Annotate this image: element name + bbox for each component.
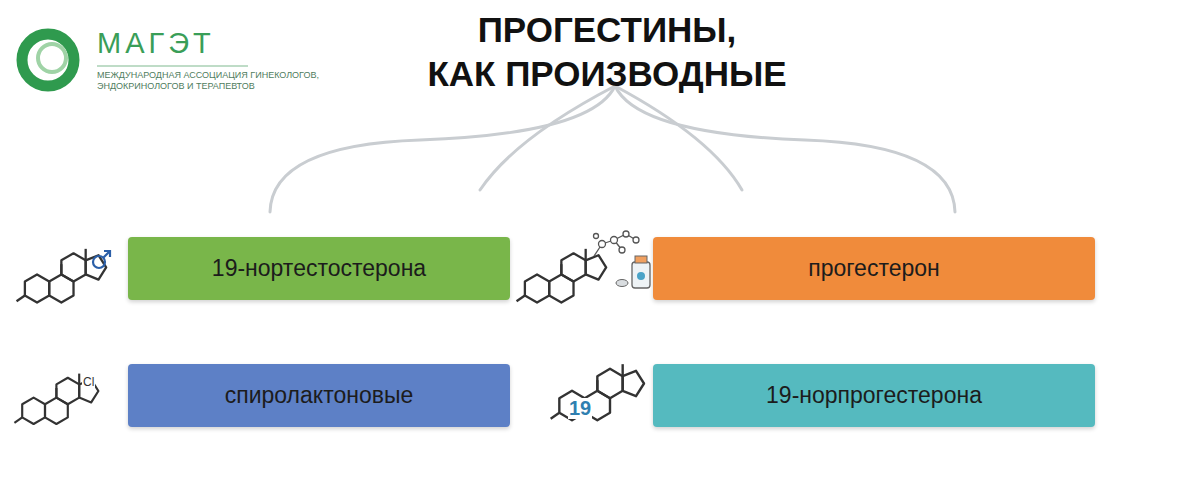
category-box: 19-норпрогестерона (653, 364, 1095, 427)
diagram-title: ПРОГЕСТИНЫ, КАК ПРОИЗВОДНЫЕ (357, 8, 857, 96)
formula-label: Cl (82, 376, 95, 389)
box-label: спиролактоновые (211, 382, 428, 409)
box-label: прогестерон (794, 255, 954, 282)
vial (616, 256, 650, 288)
category-box: 19-нортестостерона (128, 237, 510, 300)
steroid-icon (551, 364, 644, 420)
steroid-icon (517, 231, 650, 303)
box-label: 19-нортестостерона (198, 255, 440, 282)
formula-label: 19 (568, 398, 592, 419)
logo-subtitle: МЕЖДУНАРОДНАЯ АССОЦИАЦИЯ ГИНЕКОЛОГОВ, ЭН… (97, 70, 347, 92)
male-symbol (93, 251, 110, 268)
brace (270, 86, 955, 212)
molecule-decoration (594, 231, 640, 256)
steroid-icon (14, 374, 98, 424)
steroid-icon (17, 249, 110, 303)
box-label: 19-норпрогестерона (752, 382, 996, 409)
category-box: спиролактоновые (128, 364, 510, 427)
category-box: прогестерон (653, 237, 1095, 300)
logo-name: МАГЭТ (97, 26, 215, 60)
